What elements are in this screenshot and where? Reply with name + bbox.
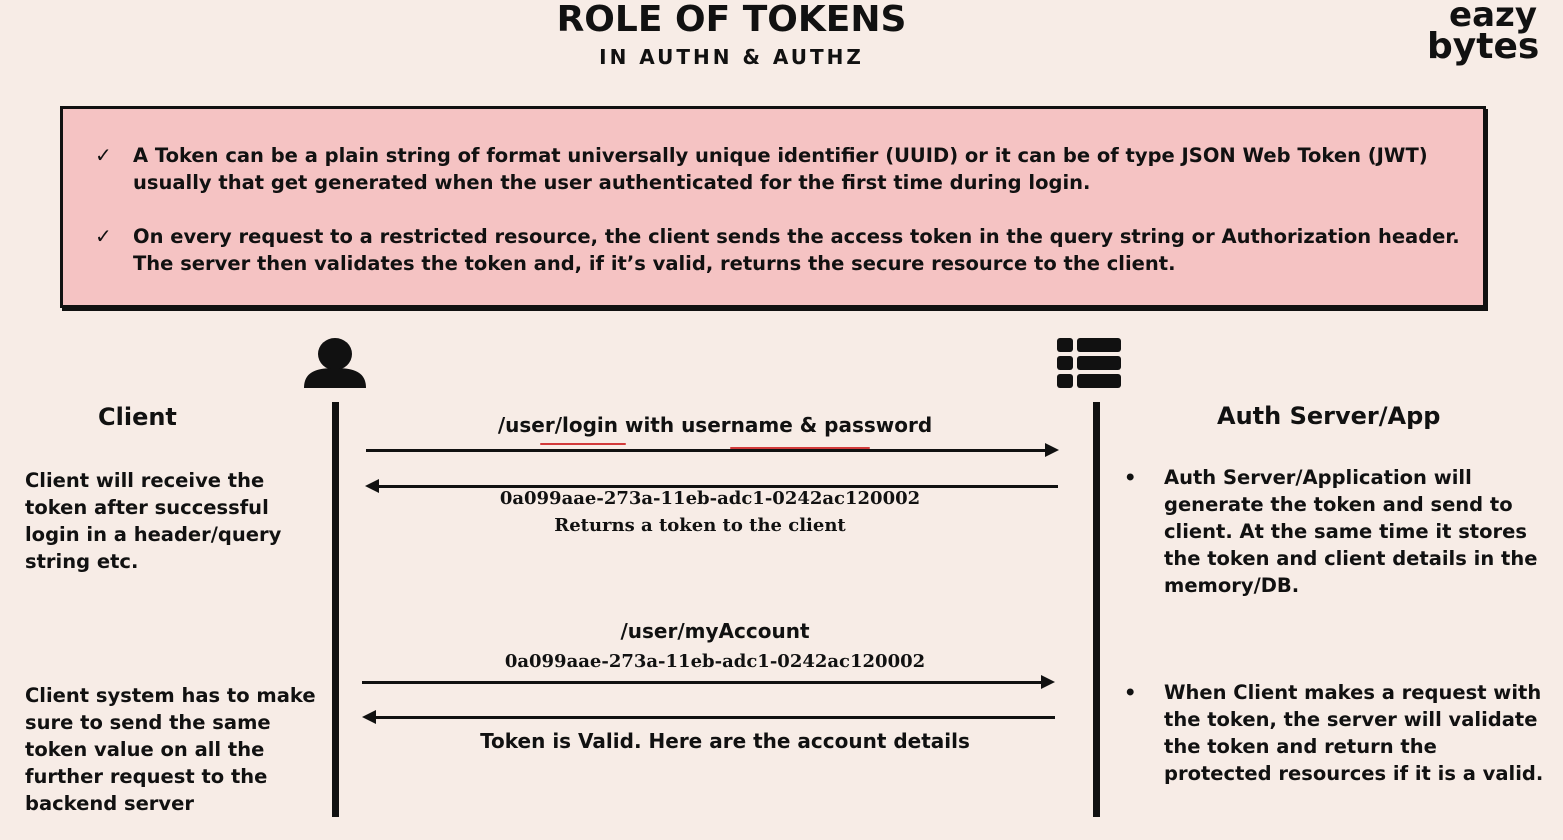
- page-title: ROLE OF TOKENS: [556, 0, 907, 40]
- info-bullet-text: On every request to a restricted resourc…: [133, 225, 1460, 275]
- logo: eazy bytes: [1427, 0, 1540, 67]
- bullet-icon: •: [1124, 681, 1137, 704]
- login-request-label: /user/login with username & password: [497, 413, 933, 437]
- client-note-1: Client will receive the token after succ…: [25, 469, 282, 573]
- client-label: Client: [98, 403, 177, 431]
- account-request-arrow: [362, 681, 1042, 684]
- server-bullet-text: When Client makes a request with the tok…: [1164, 681, 1544, 785]
- annotation-underline: [730, 447, 870, 449]
- account-response-arrow: [375, 716, 1055, 719]
- account-response-label: Token is Valid. Here are the account det…: [480, 729, 970, 753]
- token-value-label: 0a099aae-273a-11eb-adc1-0242ac120002: [499, 488, 921, 509]
- server-bullet: • Auth Server/Application will generate …: [1124, 464, 1544, 604]
- arrowhead-left-icon: [362, 710, 376, 724]
- annotation-underline: [540, 443, 626, 445]
- client-note-2: Client system has to make sure to send t…: [25, 684, 316, 815]
- check-icon: ✓: [95, 224, 112, 248]
- arrowhead-right-icon: [1041, 675, 1055, 689]
- account-request-label: /user/myAccount: [620, 619, 810, 643]
- info-box: ✓ A Token can be a plain string of forma…: [60, 106, 1486, 308]
- server-bullet: • When Client makes a request with the t…: [1124, 679, 1544, 789]
- token-value-label-2: 0a099aae-273a-11eb-adc1-0242ac120002: [504, 651, 926, 672]
- page-subtitle: IN AUTHN & AUTHZ: [599, 45, 864, 69]
- arrowhead-left-icon: [365, 479, 379, 493]
- logo-line-1: eazy: [1449, 0, 1537, 35]
- check-icon: ✓: [95, 143, 112, 167]
- token-returned-label: Returns a token to the client: [554, 515, 846, 536]
- token-return-arrow: [378, 485, 1058, 488]
- server-lifeline: [1093, 402, 1100, 817]
- bullet-icon: •: [1124, 466, 1137, 489]
- server-bullet-text: Auth Server/Application will generate th…: [1164, 466, 1538, 597]
- info-bullet-text: A Token can be a plain string of format …: [133, 144, 1428, 194]
- login-request-arrow: [366, 449, 1046, 452]
- client-lifeline: [332, 402, 339, 817]
- server-label: Auth Server/App: [1217, 402, 1441, 430]
- person-icon: [304, 338, 366, 388]
- logo-line-2: bytes: [1427, 26, 1540, 67]
- server-icon: [1057, 338, 1121, 388]
- arrowhead-right-icon: [1045, 443, 1059, 457]
